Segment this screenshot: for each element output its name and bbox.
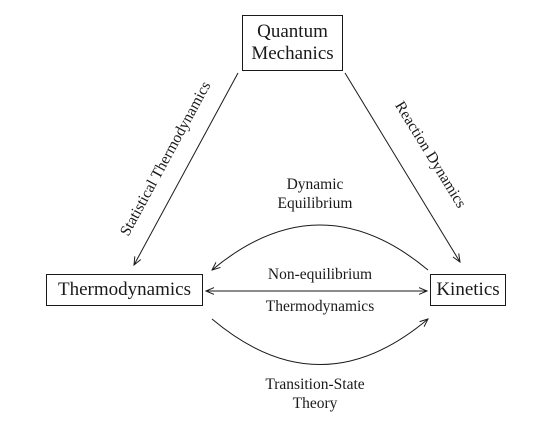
arrow-quantum-to-thermodynamics: [134, 72, 239, 265]
node-quantum-line2: Mechanics: [251, 43, 334, 64]
arrow-quantum-to-kinetics: [344, 72, 460, 262]
label-dynamic-equilibrium-line1: Dynamic: [286, 176, 344, 193]
label-non-equilibrium-thermodynamics: Thermodynamics: [265, 298, 375, 315]
label-dynamic-equilibrium-line2: Equilibrium: [277, 195, 353, 212]
arc-dynamic-equilibrium: [212, 224, 429, 270]
node-kinetics-label: Kinetics: [436, 279, 500, 300]
label-transition-state-line1: Transition-State: [265, 376, 365, 393]
label-non-equilibrium: Non-equilibrium: [267, 266, 373, 283]
node-thermodynamics: Thermodynamics: [46, 274, 203, 306]
node-quantum-mechanics: Quantum Mechanics: [242, 15, 343, 71]
node-kinetics: Kinetics: [430, 274, 506, 306]
node-thermodynamics-label: Thermodynamics: [58, 279, 191, 300]
label-dynamic-equilibrium: Dynamic Equilibrium: [260, 175, 370, 213]
label-transition-state-theory: Transition-State Theory: [245, 375, 385, 413]
label-transition-state-line2: Theory: [292, 395, 338, 412]
node-quantum-line1: Quantum: [257, 21, 328, 42]
arc-transition-state: [211, 319, 428, 365]
